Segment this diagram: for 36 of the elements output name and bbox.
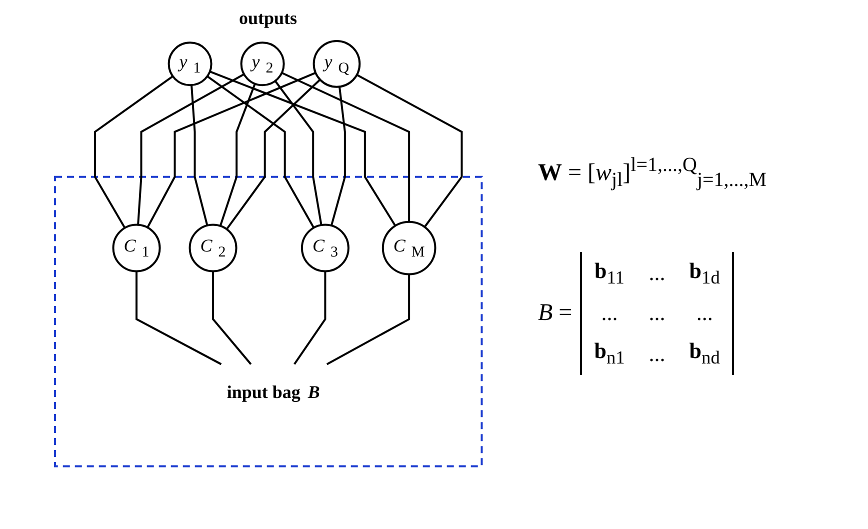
node-circle: y$_{2}$ <box>240 42 284 86</box>
connector <box>274 80 322 226</box>
matrix-entry: ... <box>648 259 666 288</box>
node-circle: C$_{2}$ <box>188 224 237 272</box>
connector <box>226 78 320 230</box>
connector <box>212 271 252 365</box>
connector <box>326 274 410 366</box>
matrix-entry: ... <box>648 299 666 328</box>
node-circle: C$_{M}$ <box>382 220 436 276</box>
outputs-label: outputs <box>238 8 298 29</box>
connector <box>146 72 316 228</box>
node-circle: y$_{1}$ <box>167 42 212 86</box>
bag-matrix-formula: B = <box>538 300 572 327</box>
connector <box>219 83 256 226</box>
matrix-entry: b$_{1d}$ <box>677 252 733 294</box>
matrix-entry: b$_{nd}$ <box>677 332 733 375</box>
matrix-entry: b$_{n1}$ <box>581 332 637 375</box>
connector <box>209 70 396 226</box>
connector <box>281 72 410 222</box>
node-circle: C$_{3}$ <box>300 224 350 272</box>
matrix-entry: ... <box>677 294 733 332</box>
matrix-entry: ... <box>648 340 666 368</box>
node-text: input bag B <box>226 382 320 402</box>
connector <box>136 73 244 225</box>
matrix-entry: ... <box>581 294 637 332</box>
connector <box>94 75 173 228</box>
matrix-entry: b$_{11}$ <box>581 252 637 294</box>
connector <box>135 271 222 366</box>
node-circle: y$_{Q}$ <box>312 40 360 88</box>
connector <box>190 85 208 226</box>
connector <box>356 74 462 228</box>
connector <box>206 75 314 228</box>
cluster <box>54 176 482 468</box>
connector <box>293 271 326 365</box>
node-circle: C$_{1}$ <box>112 224 160 272</box>
connector <box>330 86 346 226</box>
